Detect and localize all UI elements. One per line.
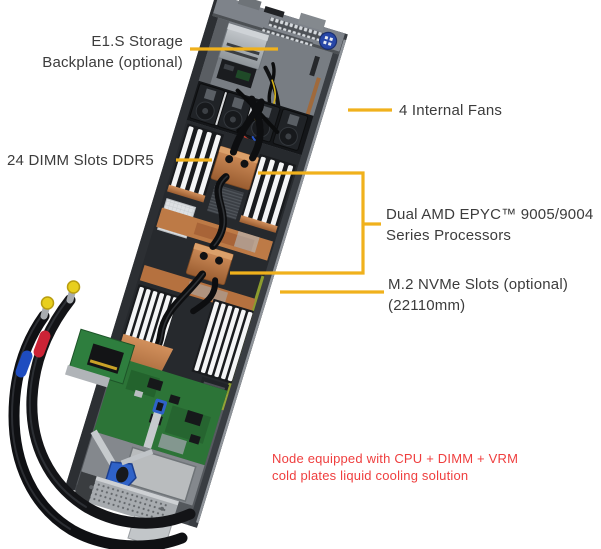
label-cpu-line2: Series Processors [386,227,512,244]
front-board-zone [65,328,228,466]
fan-1 [189,83,225,126]
dimm-bank-lower-right [191,298,254,384]
server-node-tray [64,0,348,549]
riser-bracket [143,398,168,449]
label-m2-line2: (22110mm) [388,297,466,314]
hose-cap-yellow [40,296,55,310]
note-line2: cold plates liquid cooling solution [272,468,469,483]
label-e1s-backplane: E1.S Storage Backplane (optional) [18,31,183,73]
coolant-hose-red [26,280,196,529]
label-m2-line1: M.2 NVMe Slots (optional) [388,276,569,293]
coolant-hoses [8,280,196,549]
callout-lines [176,47,392,294]
label-m2-slots: M.2 NVMe Slots (optional) (22110mm) [388,274,568,316]
vrm-cold-plate [156,207,273,261]
red-band [33,330,51,358]
blue-band [15,350,33,378]
label-fans-line1: 4 Internal Fans [399,102,503,119]
coolant-hose-blue [8,296,188,549]
badge-icon [318,31,338,50]
side-power-board [65,328,136,388]
label-dimm-line1: 24 DIMM Slots DDR5 [7,152,154,169]
label-dimm-slots: 24 DIMM Slots DDR5 [7,150,154,171]
fan-4 [272,108,309,151]
hose-cap-yellow [66,280,81,294]
note-line1: Node equipped with CPU + DIMM + VRM [272,451,519,466]
label-cpu-processors: Dual AMD EPYC™ 9005/9004 Series Processo… [386,204,593,246]
label-cpu-line1: Dual AMD EPYC™ 9005/9004 [386,206,594,223]
label-internal-fans: 4 Internal Fans [399,100,502,121]
cooling-note: Node equipped with CPU + DIMM + VRM cold… [272,450,518,484]
label-e1s-line1: E1.S Storage [91,33,183,50]
fan-2 [217,91,253,134]
label-e1s-line2: Backplane (optional) [42,54,183,71]
